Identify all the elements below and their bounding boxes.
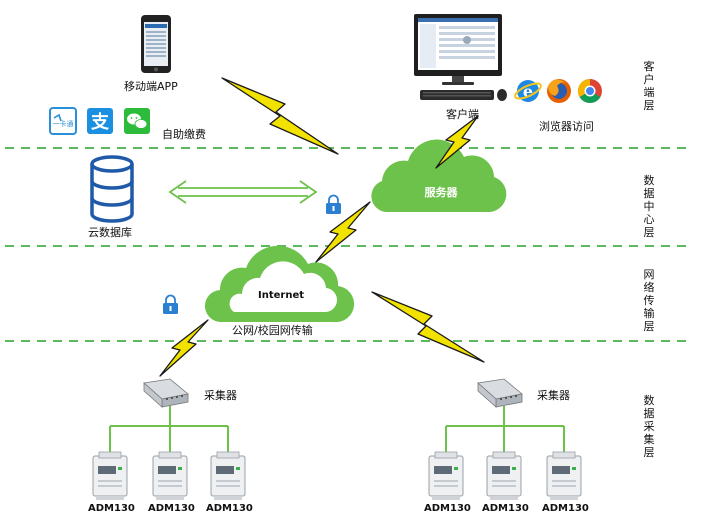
alipay-icon: 支 [87, 108, 113, 134]
cloud-database-icon [90, 155, 134, 223]
sync-double-arrow [168, 180, 318, 204]
meter-device-icon [210, 451, 246, 500]
collector-device-icon [143, 378, 189, 408]
mobile-phone-icon [141, 15, 171, 73]
ie-browser-icon: e [514, 80, 542, 102]
meter-label: ADM130 [482, 503, 529, 514]
meters [92, 451, 582, 500]
meter-label: ADM130 [148, 503, 195, 514]
meter-device-icon [428, 451, 464, 500]
lock-icon [326, 194, 341, 214]
bolt-internet-collector-right [371, 291, 485, 363]
bolt-client-server [435, 115, 479, 169]
firefox-browser-icon [547, 79, 571, 103]
meter-device-icon [92, 451, 128, 500]
meter-label: ADM130 [88, 503, 135, 514]
database-label: 云数据库 [88, 226, 132, 239]
bolt-internet-collector-left [159, 319, 209, 377]
meter-label: ADM130 [424, 503, 471, 514]
wechat-icon [124, 108, 150, 134]
meter-device-icon [546, 451, 582, 500]
browser-label: 浏览器访问 [539, 120, 594, 133]
self-pay-label: 自助缴费 [162, 128, 206, 141]
meter-bus-lines [109, 406, 565, 452]
server-label: 服务器 [424, 186, 458, 199]
client-computer-icon [414, 14, 507, 101]
internet-cloud [204, 245, 355, 323]
svg-text:e: e [523, 82, 533, 101]
meter-device-icon [152, 451, 188, 500]
client-label: 客户端 [446, 108, 479, 121]
yikatong-icon: 一卡通 [49, 107, 77, 135]
meter-label: ADM130 [542, 503, 589, 514]
layer-label-network: 网络传输层 [643, 268, 655, 333]
meter-device-icon [486, 451, 522, 500]
bolt-server-internet [315, 201, 371, 263]
lightning-bolts [159, 77, 485, 377]
collector-left-label: 采集器 [204, 389, 237, 402]
lock-icon [163, 294, 178, 314]
collector-right-label: 采集器 [537, 389, 570, 402]
yikatong-text: 一卡通 [53, 119, 74, 128]
alipay-text: 支 [90, 111, 110, 133]
bolt-app-server [221, 77, 339, 155]
layer-dividers [5, 147, 690, 342]
layer-label-datacenter: 数据中心层 [643, 174, 655, 239]
network-label: 公网/校园网传输 [232, 324, 313, 337]
layer-label-collection: 数据采集层 [643, 394, 655, 459]
collector-device-icon [477, 378, 523, 408]
chrome-browser-icon [577, 79, 602, 104]
mobile-app-label: 移动端APP [124, 80, 178, 93]
server-cloud [371, 139, 507, 212]
meter-label: ADM130 [206, 503, 253, 514]
internet-label: Internet [257, 290, 304, 301]
layer-label-client: 客户端层 [643, 60, 655, 112]
